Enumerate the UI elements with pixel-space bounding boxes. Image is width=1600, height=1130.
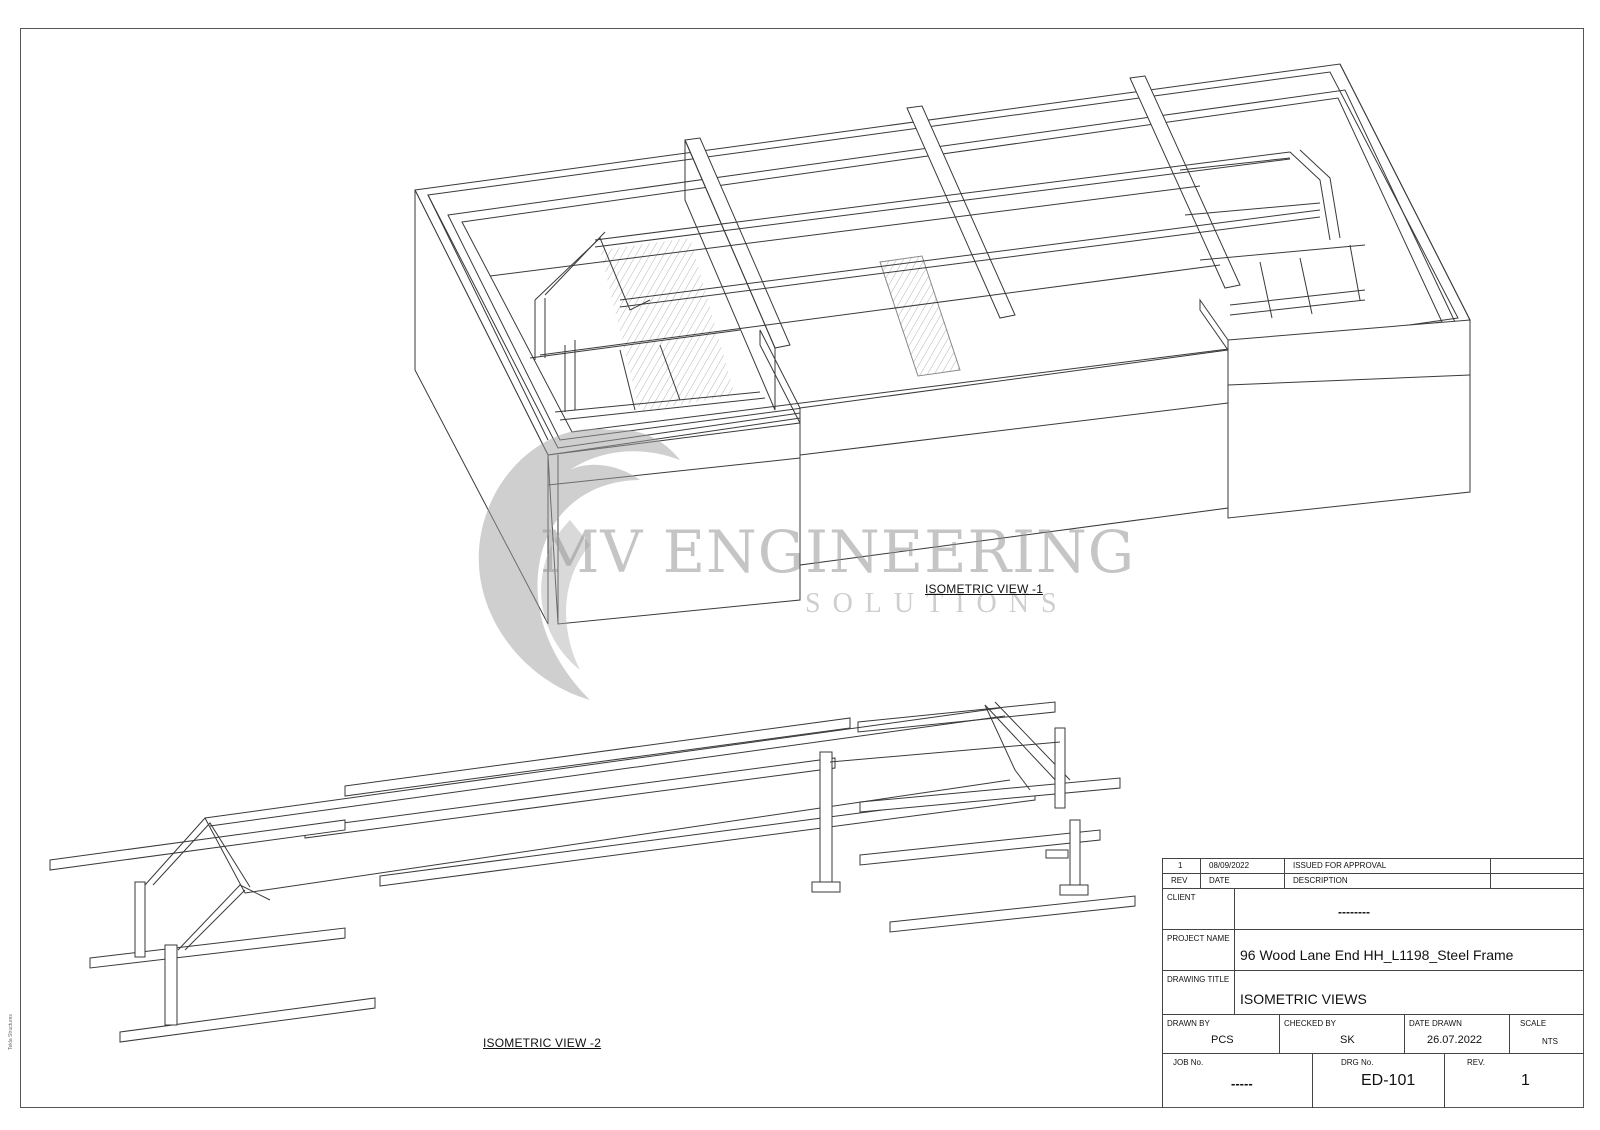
rev-label: REV. xyxy=(1467,1058,1485,1067)
drawing-sheet xyxy=(20,28,1584,1108)
project-value: 96 Wood Lane End HH_L1198_Steel Frame xyxy=(1240,947,1514,963)
drawing-title-row: DRAWING TITLE ISOMETRIC VIEWS xyxy=(1163,971,1584,1015)
drawing-title-label: DRAWING TITLE xyxy=(1167,975,1230,984)
checked-by-label: CHECKED BY xyxy=(1284,1019,1337,1028)
description-header: DESCRIPTION xyxy=(1293,876,1348,885)
client-label: CLIENT xyxy=(1167,893,1196,902)
revision-number: 1 xyxy=(1178,861,1183,870)
project-label: PROJECT NAME xyxy=(1167,934,1230,943)
drg-no-value: ED-101 xyxy=(1361,1072,1416,1089)
view1-label: ISOMETRIC VIEW -1 xyxy=(925,582,1044,596)
rev-value: 1 xyxy=(1521,1072,1530,1089)
revision-header-row: REV DATE DESCRIPTION xyxy=(1163,874,1584,889)
rev-header: REV xyxy=(1171,876,1188,885)
drg-no-label: DRG No. xyxy=(1341,1058,1374,1067)
job-no-label: JOB No. xyxy=(1173,1058,1204,1067)
date-header: DATE xyxy=(1209,876,1230,885)
revision-date: 08/09/2022 xyxy=(1209,861,1250,870)
drawn-by-value: PCS xyxy=(1211,1034,1234,1046)
scale-value: NTS xyxy=(1542,1037,1558,1046)
client-value: -------- xyxy=(1338,905,1370,919)
date-drawn-label: DATE DRAWN xyxy=(1409,1019,1462,1028)
drawn-row: DRAWN BY PCS CHECKED BY SK DATE DRAWN 26… xyxy=(1163,1015,1584,1054)
date-drawn-value: 26.07.2022 xyxy=(1427,1034,1483,1046)
project-row: PROJECT NAME 96 Wood Lane End HH_L1198_S… xyxy=(1163,930,1584,971)
client-row: CLIENT -------- xyxy=(1163,889,1584,930)
job-no-value: ----- xyxy=(1231,1076,1253,1091)
scale-label: SCALE xyxy=(1520,1019,1547,1028)
revision-description: ISSUED FOR APPROVAL xyxy=(1293,861,1387,870)
title-block: 1 08/09/2022 ISSUED FOR APPROVAL REV DAT… xyxy=(1162,858,1584,1108)
view2-label: ISOMETRIC VIEW -2 xyxy=(483,1036,602,1050)
checked-by-value: SK xyxy=(1340,1034,1355,1046)
drawing-title-value: ISOMETRIC VIEWS xyxy=(1240,991,1367,1007)
job-row: JOB No. ----- DRG No. ED-101 REV. 1 xyxy=(1163,1054,1584,1108)
side-note: Tekla Structures xyxy=(8,1014,14,1050)
revision-row: 1 08/09/2022 ISSUED FOR APPROVAL xyxy=(1163,859,1584,874)
drawn-by-label: DRAWN BY xyxy=(1167,1019,1210,1028)
